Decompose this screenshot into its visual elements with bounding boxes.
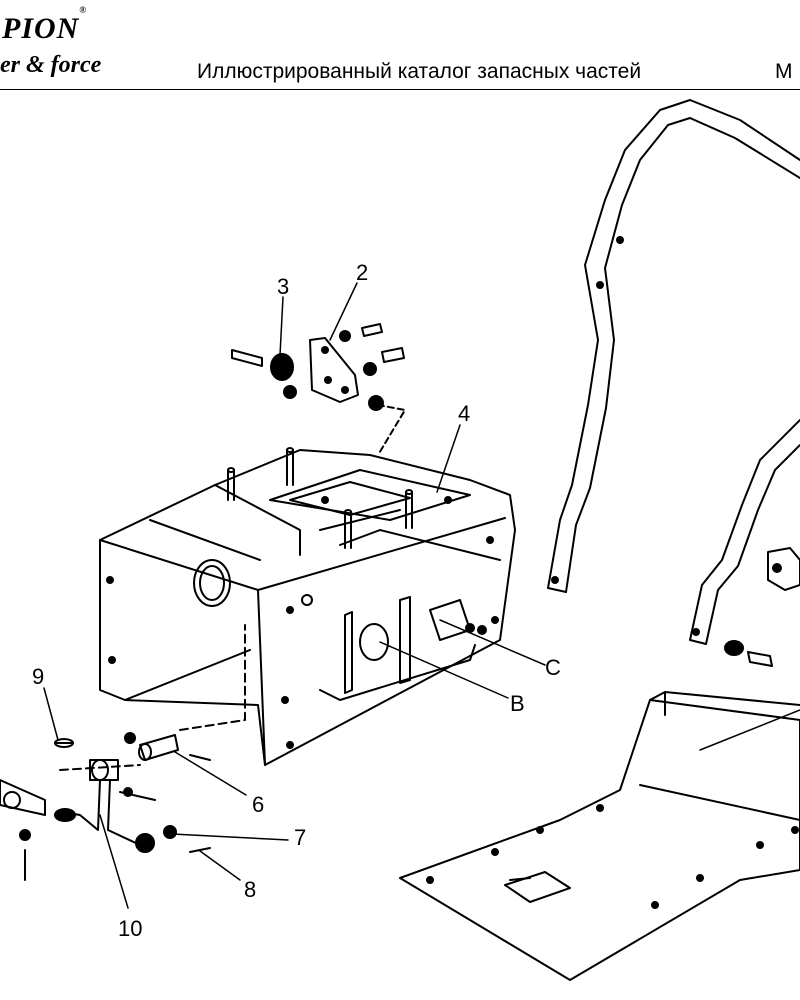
page-header: PION® er & force Иллюстрированный катало… [0,0,800,90]
left-hardware [0,624,246,881]
bracket-assembly [231,323,406,456]
callout-3: 3 [277,274,289,299]
callout-7: 7 [294,825,306,850]
callout-b: B [510,691,525,716]
handle-bolt [724,640,773,667]
logo-text: PION [2,12,80,45]
bottom-plate [399,691,800,981]
model-code: M [775,60,793,83]
callout-9: 9 [32,664,44,689]
header-divider [0,89,800,90]
callout-8: 8 [244,877,256,902]
leader-lines [43,282,800,909]
callout-6: 6 [252,792,264,817]
callout-4: 4 [458,401,470,426]
frame-box [99,447,516,766]
callout-2: 2 [356,260,368,285]
callout-labels: 2 3 4 6 7 8 9 10 B C [32,260,561,941]
exploded-parts-diagram: 2 3 4 6 7 8 9 10 B C [0,99,800,981]
handle-bar [547,99,800,645]
brand-slogan: er & force [0,52,102,78]
brand-logo: PION® [2,5,87,46]
logo-registered-mark: ® [79,5,88,15]
catalog-title: Иллюстрированный каталог запасных частей [197,60,642,83]
callout-c: C [545,655,561,680]
callout-10: 10 [118,916,142,941]
